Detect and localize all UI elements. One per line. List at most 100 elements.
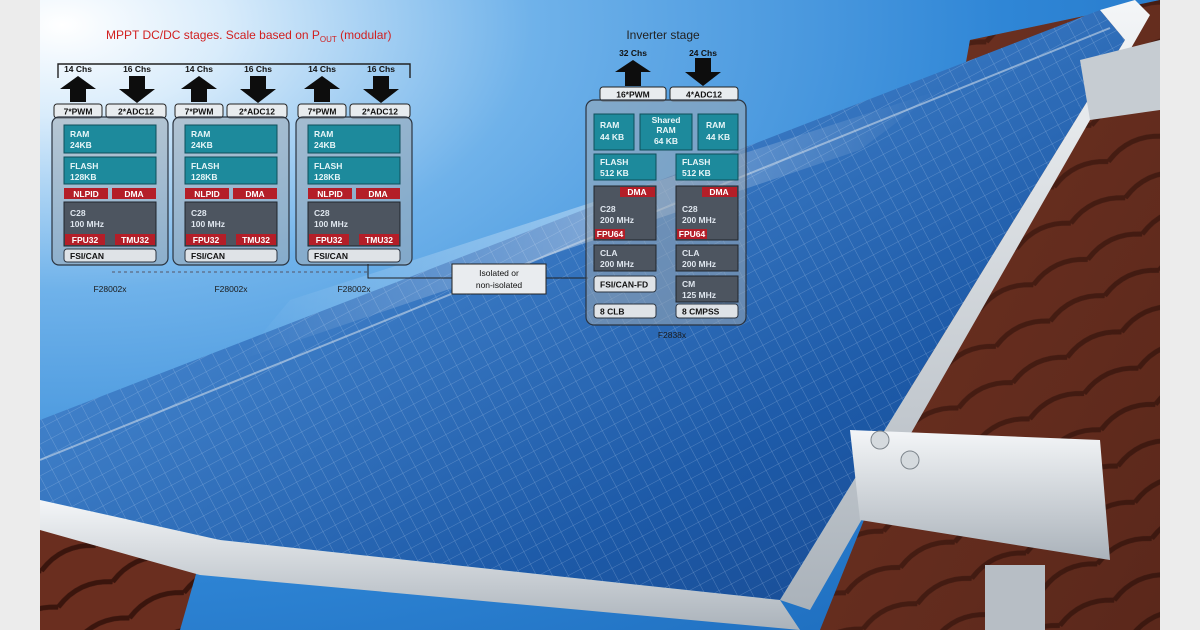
mppt-nlpid-label: NLPID <box>317 189 343 199</box>
mppt-dma-label: DMA <box>245 189 264 199</box>
mppt-out-chs: 14 Chs <box>308 64 336 74</box>
inverter-adc-label: 4*ADC12 <box>686 90 722 100</box>
mppt-fpu-block <box>186 234 226 245</box>
inverter-ram1-size: 44 KB <box>600 132 624 142</box>
mppt-part-number: F28002x <box>93 284 127 294</box>
inverter-ram2-block <box>697 113 739 151</box>
mppt-flash-label: FLASH <box>314 161 342 171</box>
mppt-flash-size: 128KB <box>191 172 217 182</box>
mppt-flash-size: 128KB <box>70 172 96 182</box>
mppt-fpu-label: FPU32 <box>193 235 220 245</box>
mppt-tmu-block <box>236 234 276 245</box>
inverter-flash1-block <box>593 153 657 181</box>
inverter-flash1-size: 512 KB <box>600 168 629 178</box>
mppt-cpu-label: C28 <box>314 208 330 218</box>
mppt-out-chs: 14 Chs <box>64 64 92 74</box>
mppt-dma-block <box>112 188 156 199</box>
mppt-tmu-label: TMU32 <box>365 235 393 245</box>
inverter-ram1-block <box>593 113 635 151</box>
mppt-comm-box <box>184 248 278 263</box>
mppt-ram-label: RAM <box>70 129 89 139</box>
mppt-dma-block <box>233 188 277 199</box>
mppt-nlpid-label: NLPID <box>73 189 99 199</box>
inverter-cla1-label: CLA <box>600 248 617 258</box>
inverter-flash1-label: FLASH <box>600 157 628 167</box>
mppt-tmu-block <box>115 234 155 245</box>
isolation-label-2: non-isolated <box>476 280 523 290</box>
mppt-output-arrow <box>60 76 96 102</box>
mppt-ram-block <box>63 124 157 154</box>
mppt-dma-label: DMA <box>124 189 143 199</box>
mppt-flash-block <box>184 156 278 185</box>
mppt-comm-box <box>307 248 401 263</box>
isolation-box <box>451 263 547 295</box>
mppt-cpu-label: C28 <box>191 208 207 218</box>
isolation-link-left <box>367 264 452 279</box>
mppt-output-arrow <box>304 76 340 102</box>
inverter-fpu2-label: FPU64 <box>679 229 706 239</box>
shared-ram-size: 64 KB <box>654 136 678 146</box>
inverter-comm-box <box>593 275 657 293</box>
inverter-cm-block <box>675 275 739 303</box>
inverter-ram2-label: RAM <box>706 120 725 130</box>
mppt-ram-label: RAM <box>191 129 210 139</box>
mppt-out-chs: 14 Chs <box>185 64 213 74</box>
mppt-input-arrow <box>119 76 155 103</box>
inverter-output-arrow <box>615 60 651 86</box>
mppt-in-chs: 16 Chs <box>244 64 272 74</box>
inverter-cm-label: CM <box>682 279 695 289</box>
mppt-in-chs: 16 Chs <box>367 64 395 74</box>
mppt-adc-label: 2*ADC12 <box>362 107 398 117</box>
inverter-dma2-block <box>702 187 737 197</box>
left-margin <box>0 0 40 630</box>
mppt-cpu-freq: 100 MHz <box>70 219 104 229</box>
mppt-nlpid-block <box>308 188 352 199</box>
mppt-input-arrow <box>240 76 276 103</box>
mppt-flash-label: FLASH <box>70 161 98 171</box>
mppt-flash-block <box>63 156 157 185</box>
solar-panel-photo <box>40 0 1160 630</box>
mppt-pwm-label: 7*PWM <box>64 107 93 117</box>
inverter-out-chs: 32 Chs <box>619 48 647 58</box>
inverter-cla2-freq: 200 MHz <box>682 259 716 269</box>
inverter-dma1-block <box>620 187 655 197</box>
mppt-ram-block <box>184 124 278 154</box>
mppt-nlpid-block <box>185 188 229 199</box>
mppt-comm-label: FSI/CAN <box>70 251 104 261</box>
shared-ram-block <box>639 113 693 151</box>
mppt-pwm-label: 7*PWM <box>308 107 337 117</box>
inverter-clb-label: 8 CLB <box>600 307 625 317</box>
mppt-fpu-block <box>65 234 105 245</box>
inverter-flash2-size: 512 KB <box>682 168 711 178</box>
mppt-cpu-label: C28 <box>70 208 86 218</box>
mppt-comm-label: FSI/CAN <box>314 251 348 261</box>
mppt-ram-label: RAM <box>314 129 333 139</box>
inverter-cmpss-label: 8 CMPSS <box>682 307 720 317</box>
inverter-cla2-block <box>675 244 739 272</box>
mppt-adc-label: 2*ADC12 <box>118 107 154 117</box>
inverter-fpu1-label: FPU64 <box>597 229 624 239</box>
inverter-cpu1-label: C28 <box>600 204 616 214</box>
inverter-pwm-label: 16*PWM <box>616 90 650 100</box>
mppt-in-chs: 16 Chs <box>123 64 151 74</box>
mppt-nlpid-label: NLPID <box>194 189 220 199</box>
mppt-ram-size: 24KB <box>70 140 92 150</box>
mppt-part-number: F28002x <box>337 284 371 294</box>
mppt-ram-block <box>307 124 401 154</box>
inverter-flash2-block <box>675 153 739 181</box>
mppt-part-number: F28002x <box>214 284 248 294</box>
shared-ram-label-2: RAM <box>656 125 675 135</box>
inverter-module: 32 Chs 24 Chs 16*PWM 4*ADC12 RAM 44 KB S… <box>585 48 747 340</box>
inverter-clb-box <box>593 303 657 319</box>
mppt-cpu-freq: 100 MHz <box>191 219 225 229</box>
inverter-input-arrow <box>685 58 721 86</box>
mppt-fpu-block <box>309 234 349 245</box>
mppt-tmu-block <box>359 234 399 245</box>
mppt-pwm-label: 7*PWM <box>185 107 214 117</box>
inverter-in-chs: 24 Chs <box>689 48 717 58</box>
mppt-nlpid-block <box>64 188 108 199</box>
